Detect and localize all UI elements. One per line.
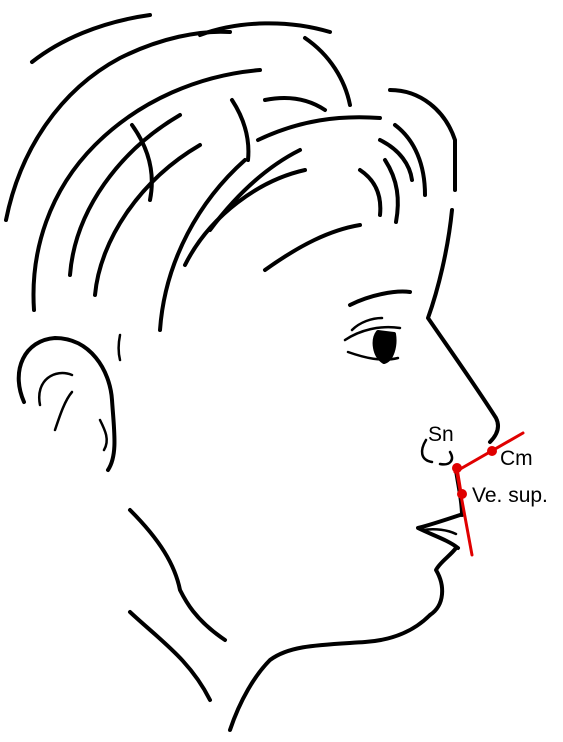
label-sn: Sn — [428, 423, 454, 446]
lower-face — [130, 470, 462, 730]
cm-point — [487, 446, 497, 456]
label-ve-sup: Ve. sup. — [472, 484, 548, 507]
eye — [345, 318, 400, 362]
sn-point — [452, 463, 462, 473]
face-profile — [428, 210, 498, 442]
label-cm: Cm — [500, 447, 533, 470]
hair — [6, 15, 455, 330]
ve-sup-point — [457, 489, 467, 499]
eyebrow — [350, 292, 410, 305]
ear — [19, 335, 120, 470]
